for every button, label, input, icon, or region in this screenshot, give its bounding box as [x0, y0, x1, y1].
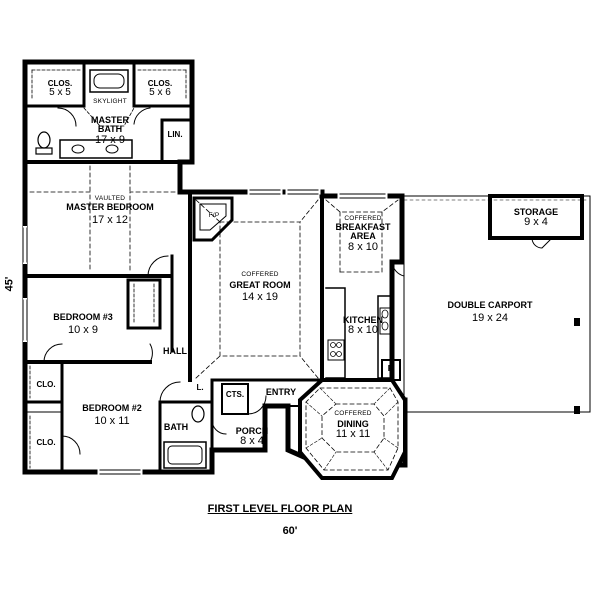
room-dims: 10 x 9	[68, 324, 98, 337]
room-clo-1: CLO.	[32, 380, 60, 389]
room-storage: STORAGE 9 x 4	[500, 207, 572, 229]
room-master-bedroom: VAULTED MASTER BEDROOM 17 x 12	[50, 195, 170, 227]
room-carport: DOUBLE CARPORT 19 x 24	[435, 300, 545, 325]
room-name: BEDROOM #2	[82, 403, 142, 413]
room-great-room: COFFERED GREAT ROOM 14 x 19	[215, 271, 305, 304]
room-bath: BATH	[162, 422, 190, 432]
room-name: DOUBLE CARPORT	[447, 300, 533, 310]
plan-title: FIRST LEVEL FLOOR PLAN	[207, 503, 353, 515]
room-name: ENTRY	[265, 387, 297, 397]
room-name: P.	[387, 364, 395, 373]
room-name: DINING	[337, 418, 369, 429]
room-dims: 14 x 19	[241, 291, 279, 304]
storage-walls	[488, 194, 584, 240]
room-name: CLOS.	[47, 79, 73, 88]
room-name: MASTER BATH	[91, 114, 129, 135]
room-master-bath: SKYLIGHT MASTER BATH 17 x 9	[80, 98, 140, 146]
room-name: STORAGE	[513, 207, 559, 217]
room-clo-2: CLO.	[32, 438, 60, 447]
room-dims: 8 x 4	[240, 435, 264, 448]
room-entry: ENTRY	[262, 387, 300, 397]
room-name: KITCHEN	[343, 315, 383, 325]
room-dims: 5 x 5	[49, 87, 71, 99]
room-name: MASTER BEDROOM	[66, 201, 154, 212]
room-l: L.	[193, 383, 207, 392]
room-name: GREAT ROOM	[229, 279, 291, 290]
room-bedroom-2: BEDROOM #2 10 x 11	[74, 403, 150, 428]
overall-depth-dimension: 45'	[3, 276, 16, 292]
room-dims: 8 x 10	[348, 324, 378, 337]
room-name: BEDROOM #3	[53, 312, 113, 322]
room-breakfast: COFFERED BREAKFAST AREA 8 x 10	[330, 215, 396, 253]
room-name: CLO.	[36, 438, 56, 447]
room-dims: 9 x 4	[524, 216, 548, 229]
room-lin: LIN.	[162, 130, 188, 139]
room-bedroom-3: BEDROOM #3 10 x 9	[45, 312, 121, 337]
room-name: F/P	[208, 212, 220, 219]
room-name: CLO.	[36, 380, 56, 389]
room-clos-right: CLOS. 5 x 6	[140, 79, 180, 99]
room-dims: 11 x 11	[335, 428, 371, 441]
overall-width-dimension: 60'	[282, 525, 298, 537]
room-clos-left: CLOS. 5 x 5	[40, 79, 80, 99]
dining-bay	[298, 378, 407, 480]
room-dims: 10 x 11	[94, 415, 130, 428]
room-dining: COFFERED DINING 11 x 11	[325, 410, 381, 441]
room-dims: 17 x 12	[91, 214, 129, 227]
room-name: BATH	[163, 422, 189, 432]
room-name: PORCH	[235, 426, 269, 436]
room-hall: HALL	[160, 346, 190, 356]
room-dims: 17 x 9	[95, 133, 125, 146]
room-dims: 8 x 10	[348, 240, 378, 253]
room-kitchen: KITCHEN 8 x 10	[340, 315, 386, 337]
room-cts: CTS.	[223, 390, 247, 399]
room-porch: PORCH 8 x 4	[232, 426, 272, 448]
room-name: CTS.	[225, 390, 245, 399]
room-name: HALL	[163, 346, 187, 356]
room-name: CLOS.	[147, 79, 173, 88]
room-note: COFFERED	[344, 215, 382, 222]
room-name: LIN.	[167, 130, 183, 139]
carport-post-1	[574, 318, 580, 326]
carport-post-2	[574, 406, 580, 414]
room-dims: 5 x 6	[149, 87, 171, 99]
room-fireplace: F/P	[203, 212, 225, 220]
room-note: COFFERED	[334, 410, 372, 417]
room-pantry: P.	[384, 364, 398, 373]
room-note: COFFERED	[241, 271, 279, 278]
room-dims: 19 x 24	[471, 312, 509, 325]
room-name: L.	[196, 383, 204, 392]
room-note: VAULTED	[94, 195, 126, 202]
room-name: BREAKFAST AREA	[335, 221, 391, 242]
room-note: SKYLIGHT	[93, 98, 127, 105]
